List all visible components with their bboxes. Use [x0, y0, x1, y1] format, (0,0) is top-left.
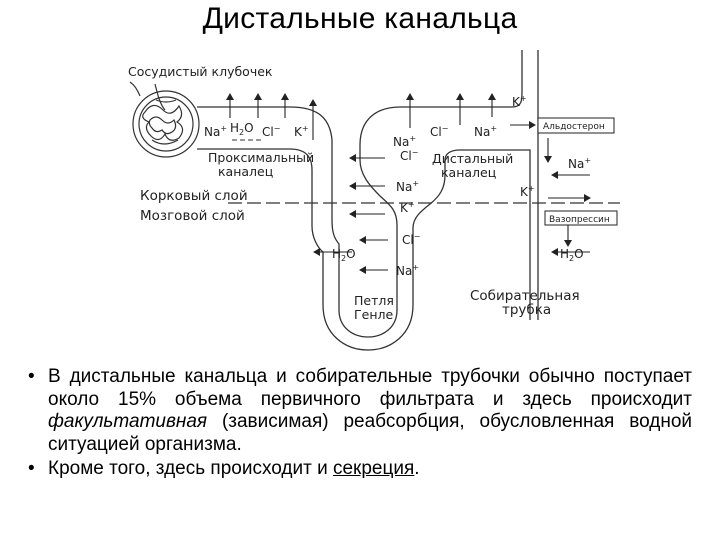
ion-na-collect: Na+ — [568, 156, 591, 171]
medulla-label: Мозговой слой — [140, 208, 245, 224]
ion-na-distal: Na+ — [474, 124, 497, 139]
glomerulus-label: Сосудистый клубочек — [128, 64, 273, 79]
nephron-diagram: Сосудистый клубочек Проксимальный канале… — [128, 50, 620, 351]
bullet-1-text: В дистальные канальца и собирательные тр… — [48, 366, 692, 410]
ion-na-asc: Na+ — [393, 134, 416, 149]
bullet-dot-icon: • — [28, 458, 35, 479]
glomerulus-drawing — [129, 81, 200, 158]
bullet-list: • В дистальные канальца и собирательные … — [28, 366, 692, 481]
bullet-item-2: • Кроме того, здесь происходит и секреци… — [28, 458, 692, 481]
aldosterone-label: Альдостерон — [543, 122, 605, 132]
loop-label-1: Петля — [354, 293, 394, 308]
bullet-2-text: Кроме того, здесь происходит и — [48, 458, 333, 479]
ion-k-collect: K+ — [520, 184, 535, 199]
ion-na-asc2: Na+ — [396, 179, 419, 194]
ion-cl-asc: Cl− — [400, 148, 418, 163]
aldosterone-box — [537, 117, 615, 134]
ion-k-prox: K+ — [294, 124, 309, 139]
bullet-item-1: • В дистальные канальца и собирательные … — [28, 366, 692, 456]
ion-h2o-prox: H2O — [230, 121, 254, 137]
transport-arrows — [226, 93, 591, 274]
collecting-label-1: Собирательная — [470, 288, 580, 304]
ion-cl-distal: Cl− — [430, 124, 448, 139]
bullet-2-underline: секреция — [332, 458, 415, 479]
vasopressin-label: Вазопрессин — [549, 215, 610, 225]
loop-label-2: Генле — [354, 307, 393, 322]
ion-cl-prox: Cl− — [262, 124, 280, 139]
cortex-label: Корковый слой — [140, 188, 248, 204]
distal-label-1: Дистальный — [432, 151, 513, 166]
ion-h2o-loop: H2O — [332, 247, 356, 263]
bullet-2-text-end: . — [414, 458, 420, 479]
page-title: Дистальные канальца — [202, 2, 518, 35]
collecting-label-2: трубка — [502, 302, 551, 318]
ion-na-thick: Na+ — [396, 263, 419, 278]
ion-cl-thick: Cl− — [402, 232, 420, 247]
vasopressin-box — [544, 210, 618, 226]
bullet-dot-icon: • — [28, 366, 35, 387]
bullet-1-italic: факультативная — [48, 411, 208, 432]
bullet-1-text-end: (зависимая) реабсорбция, обусловленная в… — [48, 411, 692, 455]
distal-label-2: каналец — [441, 165, 496, 180]
proximal-label-2: каналец — [218, 164, 273, 179]
ion-na-prox: Na+ — [204, 124, 227, 139]
ion-k-asc: K+ — [400, 200, 415, 215]
proximal-label-1: Проксимальный — [208, 150, 314, 165]
ion-k-top: K+ — [512, 94, 527, 109]
ion-h2o-collect: H2O — [560, 247, 584, 263]
